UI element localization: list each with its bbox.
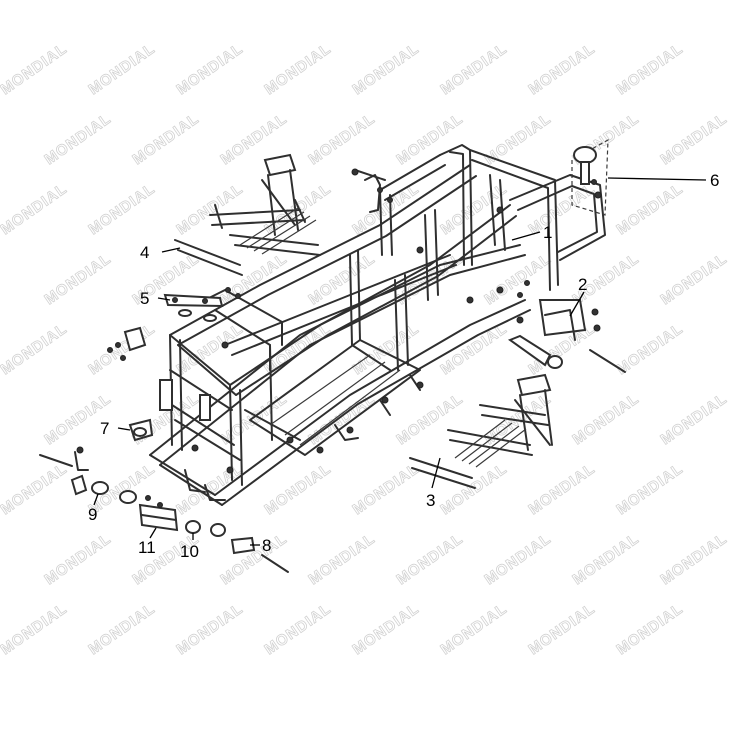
- callout-10: 10: [180, 542, 199, 561]
- watermark-text: MONDIAL: [86, 600, 159, 658]
- leader-6: [607, 177, 707, 181]
- watermark-text: MONDIAL: [438, 320, 511, 378]
- watermark-text: MONDIAL: [614, 320, 687, 378]
- callout-1: 1: [543, 223, 552, 242]
- leader-4: [161, 247, 181, 253]
- callout-3: 3: [426, 491, 435, 510]
- watermark-text: MONDIAL: [0, 600, 70, 658]
- watermark-text: MONDIAL: [394, 110, 467, 168]
- watermark-text: MONDIAL: [614, 180, 687, 238]
- watermark-text: MONDIAL: [130, 110, 203, 168]
- watermark-text: MONDIAL: [658, 390, 730, 448]
- watermark-text: MONDIAL: [42, 110, 115, 168]
- bracket-part-7: [128, 418, 154, 442]
- watermark-text: MONDIAL: [0, 320, 70, 378]
- watermark-text: MONDIAL: [0, 180, 70, 238]
- callout-8: 8: [262, 536, 271, 555]
- watermark-text: MONDIAL: [658, 110, 730, 168]
- watermark-text: MONDIAL: [658, 250, 730, 308]
- leader-9: [93, 493, 99, 506]
- callout-11: 11: [138, 538, 156, 557]
- top-mount-bracket: [351, 168, 393, 213]
- leader-7: [117, 427, 131, 431]
- watermark-text: MONDIAL: [482, 530, 555, 588]
- left-footrest-assembly: [174, 153, 321, 276]
- watermark-text: MONDIAL: [438, 40, 511, 98]
- leader-5: [157, 297, 171, 301]
- leader-11: [149, 527, 157, 539]
- callout-9: 9: [88, 505, 97, 524]
- watermark-text: MONDIAL: [614, 460, 687, 518]
- callout-labels: 1 2 3 4 5 6 7 8 9 10 11: [88, 171, 719, 561]
- watermark-text: MONDIAL: [438, 460, 511, 518]
- clamp-part-8: [230, 536, 289, 573]
- watermark-text: MONDIAL: [86, 320, 159, 378]
- watermark-text: MONDIAL: [526, 40, 599, 98]
- watermark-text: MONDIAL: [42, 530, 115, 588]
- watermark-text: MONDIAL: [658, 530, 730, 588]
- watermark-text: MONDIAL: [350, 180, 423, 238]
- watermark-text: MONDIAL: [570, 390, 643, 448]
- watermark-text: MONDIAL: [262, 40, 335, 98]
- rear-bracket-part-2: [507, 299, 626, 373]
- watermark-text: MONDIAL: [350, 40, 423, 98]
- watermark-text: MONDIAL: [350, 600, 423, 658]
- leader-2: [569, 291, 585, 317]
- watermark-text: MONDIAL: [174, 600, 247, 658]
- watermark-text: MONDIAL: [526, 460, 599, 518]
- leader-3: [431, 457, 441, 489]
- leader-1: [511, 231, 541, 241]
- bushing-part-9: [39, 446, 137, 504]
- knob-part-6: [571, 138, 609, 216]
- watermark-text: MONDIAL: [86, 180, 159, 238]
- right-footrest-assembly: [409, 373, 553, 489]
- watermark-text: MONDIAL: [306, 530, 379, 588]
- watermark-text: MONDIAL: [174, 180, 247, 238]
- watermark-text: MONDIAL: [218, 250, 291, 308]
- watermark-text: MONDIAL: [306, 110, 379, 168]
- watermark-text: MONDIAL: [394, 530, 467, 588]
- watermark-text: MONDIAL: [0, 40, 70, 98]
- watermark-text: MONDIAL: [86, 40, 159, 98]
- watermark-text: MONDIAL: [350, 460, 423, 518]
- watermark-text: MONDIAL: [614, 600, 687, 658]
- side-clip-parts: [107, 326, 147, 361]
- watermark-text: MONDIAL: [394, 390, 467, 448]
- watermark-text: MONDIAL: [174, 40, 247, 98]
- watermark-text: MONDIAL: [174, 460, 247, 518]
- watermark-text: MONDIAL: [570, 530, 643, 588]
- watermark-text: MONDIAL: [482, 390, 555, 448]
- callout-5: 5: [140, 289, 149, 308]
- callout-4: 4: [140, 243, 149, 262]
- callout-2: 2: [578, 275, 587, 294]
- watermark-text: MONDIAL: [438, 600, 511, 658]
- callout-leaders: [93, 177, 707, 546]
- watermark-text: MONDIAL: [262, 460, 335, 518]
- watermark-text: MONDIAL: [614, 40, 687, 98]
- callout-6: 6: [710, 171, 719, 190]
- bracket-part-11: [138, 495, 179, 532]
- bushing-part-10: [185, 520, 226, 537]
- watermark-text: MONDIAL: [262, 600, 335, 658]
- callout-7: 7: [100, 419, 109, 438]
- watermark-text: MONDIAL: [482, 110, 555, 168]
- watermark-text: MONDIAL: [42, 250, 115, 308]
- watermark-text: MONDIAL: [218, 530, 291, 588]
- watermark-text: MONDIAL: [0, 460, 70, 518]
- watermark-text: MONDIAL: [526, 600, 599, 658]
- bracket-plate-part: [163, 287, 241, 322]
